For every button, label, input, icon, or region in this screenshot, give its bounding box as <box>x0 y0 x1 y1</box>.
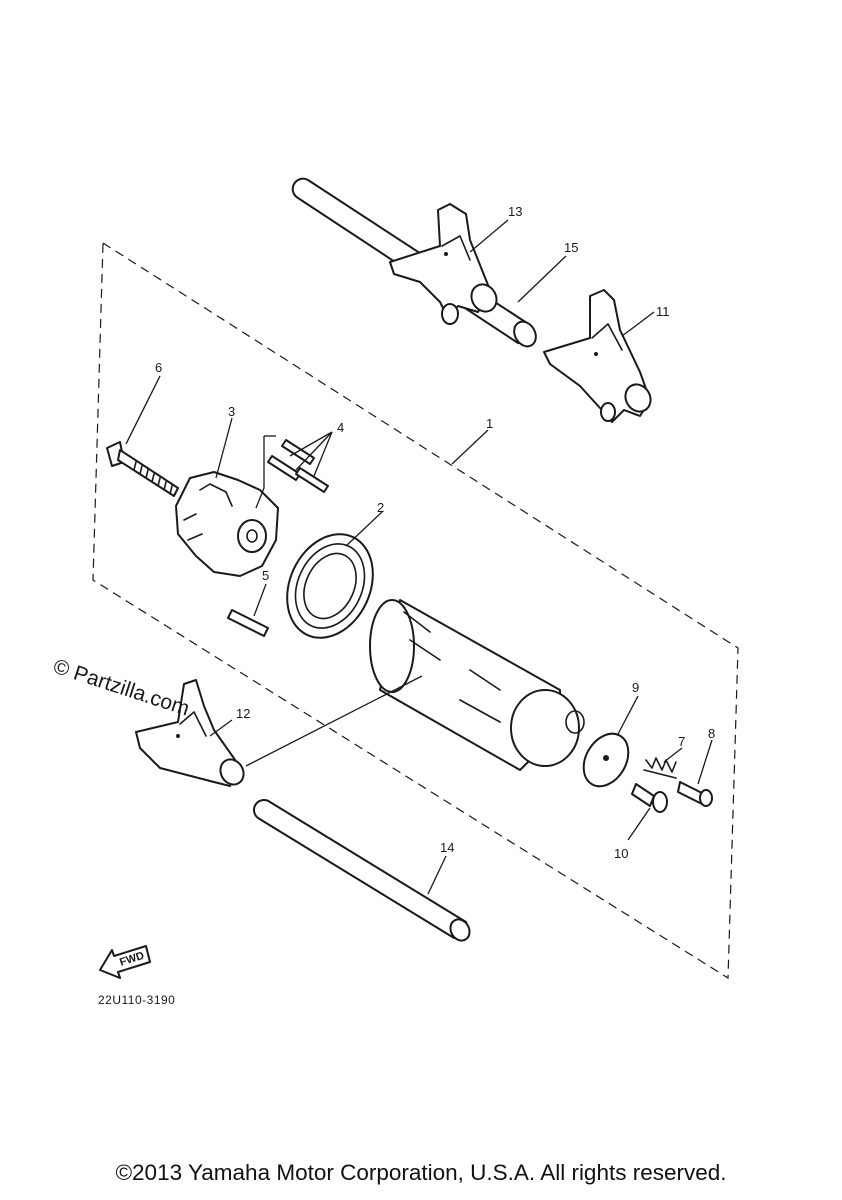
callout-15: 15 <box>564 240 578 255</box>
callout-3: 3 <box>228 404 235 419</box>
part-10-screw[interactable] <box>631 783 668 813</box>
callout-5: 5 <box>262 568 269 583</box>
part-12-shift-fork[interactable] <box>135 679 248 789</box>
callout-4: 4 <box>337 420 344 435</box>
callout-7: 7 <box>678 734 685 749</box>
copyright-notice: ©2013 Yamaha Motor Corporation, U.S.A. A… <box>115 1160 727 1185</box>
part-9-plate[interactable] <box>575 726 638 794</box>
diagram-code: 22U110-3190 <box>98 993 175 1007</box>
callout-12: 12 <box>236 706 250 721</box>
part-2-bearing[interactable] <box>271 520 389 652</box>
fwd-arrow-icon: FWD <box>99 945 151 979</box>
callout-14: 14 <box>440 840 454 855</box>
part-6-bolt[interactable] <box>106 441 179 497</box>
part-13-shift-fork[interactable] <box>389 203 501 325</box>
callout-9: 9 <box>632 680 639 695</box>
callout-1: 1 <box>486 416 493 431</box>
callout-2: 2 <box>377 500 384 515</box>
part-3-segment[interactable] <box>175 471 279 577</box>
part-5-dowel-pin[interactable] <box>227 609 269 637</box>
part-11-shift-fork[interactable] <box>543 289 655 423</box>
part-4-pins[interactable] <box>267 439 329 493</box>
shift-drum[interactable] <box>369 599 585 771</box>
callout-6: 6 <box>155 360 162 375</box>
callout-10: 10 <box>614 846 628 861</box>
leader-lines <box>125 219 713 895</box>
callout-13: 13 <box>508 204 522 219</box>
callout-11: 11 <box>656 304 670 319</box>
watermark: © Partzilla.com <box>50 655 192 721</box>
assembly-outline <box>92 242 739 980</box>
part-7-spring[interactable] <box>643 757 677 779</box>
part-8-plunger[interactable] <box>677 781 713 807</box>
callout-8: 8 <box>708 726 715 741</box>
part-14-shaft[interactable] <box>253 799 473 944</box>
